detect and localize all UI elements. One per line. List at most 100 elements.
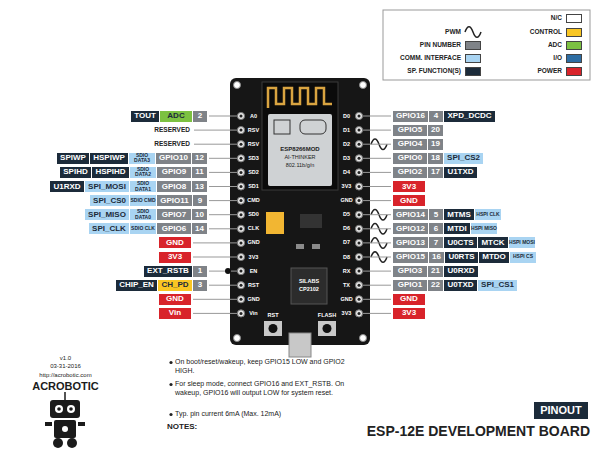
pin-number: 17 xyxy=(428,167,443,178)
pin-hole xyxy=(240,284,243,287)
power-tag: GND xyxy=(159,237,191,248)
header-pin xyxy=(355,183,362,190)
tag-text: 7 xyxy=(434,239,438,247)
tag-text: SDIO DATA3 xyxy=(129,153,155,163)
antenna-trace xyxy=(268,88,332,108)
silkscreen-label: D3 xyxy=(339,155,354,162)
legend-frame xyxy=(383,10,590,80)
module-shield xyxy=(268,114,332,186)
pin-hole xyxy=(358,270,361,273)
header-pin xyxy=(355,141,362,148)
tag-text: U0CTS xyxy=(447,239,473,247)
function-tag: HSPIWP xyxy=(90,153,128,164)
reserved-label: RESERVED xyxy=(136,126,190,134)
interface-tag: SPI_MISO xyxy=(85,209,129,220)
board xyxy=(230,78,370,345)
leader-line xyxy=(363,130,391,131)
gpio-tag: GPIO1 xyxy=(393,280,427,291)
legend-text: SP. FUNCTION(S) xyxy=(387,67,461,75)
header-pin xyxy=(355,296,362,303)
chip-marking: SILABS xyxy=(291,278,327,285)
silkscreen-label: D5 xyxy=(339,211,354,218)
tag-text: 22 xyxy=(431,281,440,289)
wifi-mark xyxy=(300,120,326,134)
robot-body xyxy=(54,420,76,438)
tag-text: GPIO0 xyxy=(398,154,422,162)
gpio-tag: GPIO16 xyxy=(393,111,428,122)
module-marking: 802.11b/g/n xyxy=(268,162,332,169)
header-pin xyxy=(237,296,244,303)
leader-line xyxy=(363,116,391,117)
tag-text: U1TXD xyxy=(447,168,473,176)
tag-text: 14 xyxy=(195,225,204,233)
pin-hole xyxy=(240,213,243,216)
interface-tag: HSPI MISO xyxy=(471,223,497,234)
robot-arm xyxy=(78,422,85,426)
silkscreen-label: RSV xyxy=(246,127,261,134)
leader-line xyxy=(193,242,237,243)
tag-text: GPIO3 xyxy=(398,267,422,275)
tag-text: 6 xyxy=(434,225,438,233)
tag-text: U0RTS xyxy=(448,253,474,261)
tag-text: GPIO14 xyxy=(396,211,425,219)
leader-line xyxy=(363,313,391,314)
pin-number: 22 xyxy=(428,280,443,291)
header-pin xyxy=(237,310,244,317)
header-pin xyxy=(355,197,362,204)
tag-text: Vin xyxy=(169,309,181,317)
tag-text: GPIO15 xyxy=(396,253,425,261)
header-pin xyxy=(355,211,362,218)
version-text: v1.0 xyxy=(18,355,113,363)
legend-text: PIN NUMBER xyxy=(387,41,461,49)
pin-number: 11 xyxy=(192,167,207,178)
note: On boot/reset/wakeup, keep GPIO15 LOW an… xyxy=(175,358,347,376)
gpio-tag: GPIO14 xyxy=(393,209,428,220)
mounting-hole xyxy=(360,82,367,89)
silkscreen-label: D4 xyxy=(339,169,354,176)
button-cap xyxy=(269,324,278,333)
header-pin xyxy=(355,127,362,134)
tag-text: ADC xyxy=(167,112,184,120)
date-text: 03-31-2016 xyxy=(18,363,113,371)
robot-head xyxy=(50,400,80,418)
gpio-tag: GPIO10 xyxy=(156,153,191,164)
mounting-hole xyxy=(360,335,367,342)
silkscreen-label: GND xyxy=(246,239,261,246)
function-tag: U1TXD xyxy=(444,167,477,178)
pin-number: 20 xyxy=(428,125,443,136)
legend-swatch xyxy=(465,54,481,63)
leader-line xyxy=(363,172,391,173)
interface-tag: SDIO DATA0 xyxy=(130,209,156,220)
flash-button xyxy=(318,321,336,336)
legend-text: CONTROL xyxy=(488,28,562,36)
function-tag: XPD_DCDC xyxy=(444,111,495,122)
silkscreen-label: CLK xyxy=(246,225,261,232)
tag-text: GPIO12 xyxy=(396,225,425,233)
pin-number: 2 xyxy=(193,111,207,122)
pin-number: 12 xyxy=(192,153,207,164)
legend-text: N/C xyxy=(488,14,562,22)
pin-number: 13 xyxy=(192,181,207,192)
header-pin xyxy=(237,155,244,162)
interface-tag: SPI_CS2 xyxy=(444,153,483,164)
silkscreen-label: D1 xyxy=(339,127,354,134)
gpio-tag: GPIO2 xyxy=(393,167,427,178)
tag-text: GPIO13 xyxy=(396,239,425,247)
tag-text: SDIO DATA0 xyxy=(130,209,156,219)
header-pin xyxy=(237,211,244,218)
tag-text: 13 xyxy=(195,183,204,191)
leader-line xyxy=(363,257,391,258)
silkscreen-label: SD3 xyxy=(246,155,261,162)
gpio-tag: GPIO6 xyxy=(157,223,191,234)
silkscreen-label: Vin xyxy=(246,310,261,317)
tag-text: GND xyxy=(400,197,418,205)
power-tag: GND xyxy=(159,294,191,305)
tag-text: GND xyxy=(166,239,184,247)
power-tag: GND xyxy=(393,294,425,305)
tag-text: GPIO7 xyxy=(162,211,186,219)
pin-number: 7 xyxy=(429,237,443,248)
tag-text: EXT_RSTB xyxy=(147,267,189,275)
function-tag: U0RTS xyxy=(445,252,478,263)
pwm-symbol xyxy=(465,27,481,38)
